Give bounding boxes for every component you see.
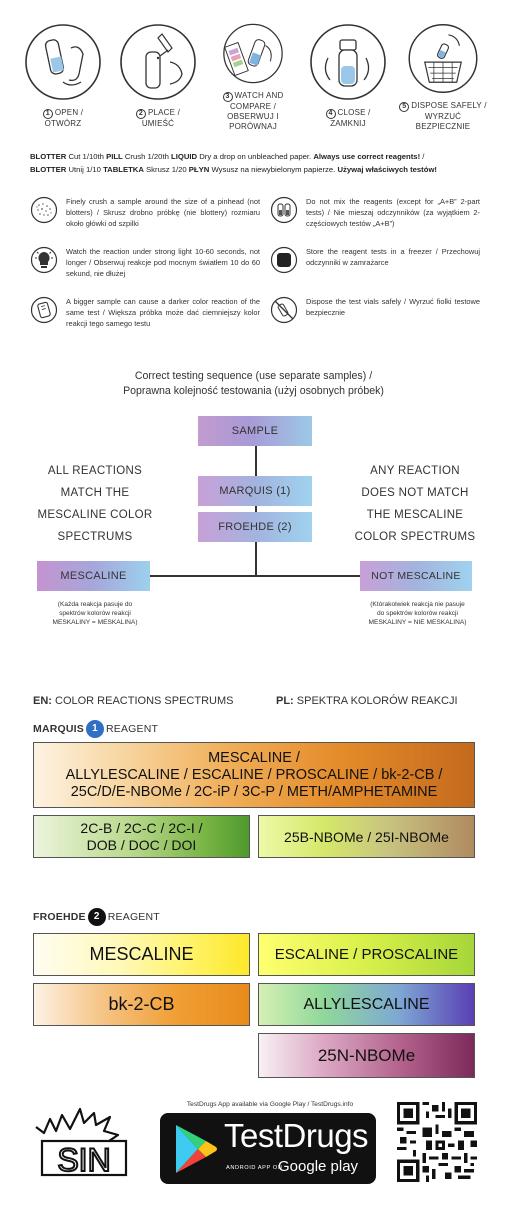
marquis-number-badge: 1 — [85, 720, 104, 738]
tip-text: Finely crush a sample around the size of… — [66, 197, 260, 228]
marquis-box-2c: 2C-B / 2C-C / 2C-I /DOB / DOC / DOI — [33, 815, 250, 858]
flow-froehde-node: FROEHDE (2) — [198, 512, 312, 542]
usage-instructions: BLOTTER Cut 1/10th PILL Crush 1/20th LIQ… — [30, 150, 490, 176]
spectrums-heading-en: EN: COLOR REACTIONS SPECTRUMS — [33, 695, 234, 707]
qr-code[interactable] — [397, 1102, 477, 1182]
flow-horizontal-line — [150, 575, 360, 577]
place-sample-icon — [120, 24, 196, 100]
tip-dispose: Dispose the test vials safely / Wyrzuć f… — [270, 296, 480, 324]
tip-freezer: Store the reagent tests in a freezer / P… — [270, 246, 480, 274]
froehde-number-badge: 2 — [87, 908, 106, 926]
svg-text:SIN: SIN — [57, 1142, 110, 1178]
tip-text: A bigger sample can cause a darker color… — [66, 297, 260, 328]
bulb-icon — [30, 246, 58, 274]
freezer-icon — [270, 246, 298, 274]
tips-grid: Finely crush a sample around the size of… — [30, 196, 480, 336]
sample-size-icon — [30, 296, 58, 324]
marquis-box-nbome: 25B-NBOMe / 25I-NBOMe — [258, 815, 475, 858]
spectrums-heading-pl: PL: SPEKTRA KOLORÓW REAKCJI — [276, 695, 458, 707]
froehde-box-bk2cb: bk-2-CB — [33, 983, 250, 1026]
tip-text: Watch the reaction under strong light 10… — [66, 247, 260, 278]
marquis-box-mescaline: MESCALINE /ALLYLESCALINE / ESCALINE / PR… — [33, 742, 475, 808]
dispose-bin-icon — [408, 24, 478, 93]
froehde-box-allylescaline: ALLYLESCALINE — [258, 983, 475, 1026]
open-vial-icon — [25, 24, 101, 100]
android-label: ANDROID APP ON — [226, 1165, 283, 1171]
froehde-box-escaline: ESCALINE / PROSCALINE — [258, 933, 475, 976]
tip-text: Dispose the test vials safely / Wyrzuć f… — [306, 297, 480, 317]
instructions-en: BLOTTER Cut 1/10th PILL Crush 1/20th LIQ… — [30, 152, 425, 161]
instructions-pl: BLOTTER Utnij 1/10 TABLETKA Skrusz 1/20 … — [30, 165, 437, 174]
google-play-badge[interactable]: TestDrugs ANDROID APP ON Google play — [160, 1113, 376, 1184]
dots-sample-icon — [30, 196, 58, 224]
footer-note: TestDrugs App available via Google Play … — [186, 1101, 354, 1108]
flow-sample-node: SAMPLE — [198, 416, 312, 446]
tip-light: Watch the reaction under strong light 10… — [30, 246, 260, 279]
froehde-box-mescaline: MESCALINE — [33, 933, 250, 976]
tip-crush: Finely crush a sample around the size of… — [30, 196, 260, 229]
flow-title: Correct testing sequence (use separate s… — [123, 370, 384, 397]
flow-not-mescaline-node: NOT MESCALINE — [360, 561, 472, 591]
flow-mescaline-node: MESCALINE — [37, 561, 150, 591]
vials-icon — [270, 196, 298, 224]
app-name: TestDrugs — [224, 1117, 369, 1154]
tip-text: Store the reagent tests in a freezer / P… — [306, 247, 480, 267]
watch-compare-icon — [223, 23, 283, 84]
close-vial-icon — [310, 24, 386, 100]
sin-logo: SIN — [35, 1107, 128, 1179]
tip-sample-size: A bigger sample can cause a darker color… — [30, 296, 260, 329]
google-play-label: Google play — [278, 1158, 359, 1175]
tip-no-mix: Do not mix the reagents (except for „A+B… — [270, 196, 480, 229]
no-litter-icon — [270, 296, 298, 324]
flow-marquis-node: MARQUIS (1) — [198, 476, 312, 506]
flow-vertical-line — [255, 446, 257, 576]
tip-text: Do not mix the reagents (except for „A+B… — [306, 197, 480, 228]
froehde-box-25n: 25N-NBOMe — [258, 1033, 475, 1078]
play-store-icon — [176, 1125, 217, 1173]
